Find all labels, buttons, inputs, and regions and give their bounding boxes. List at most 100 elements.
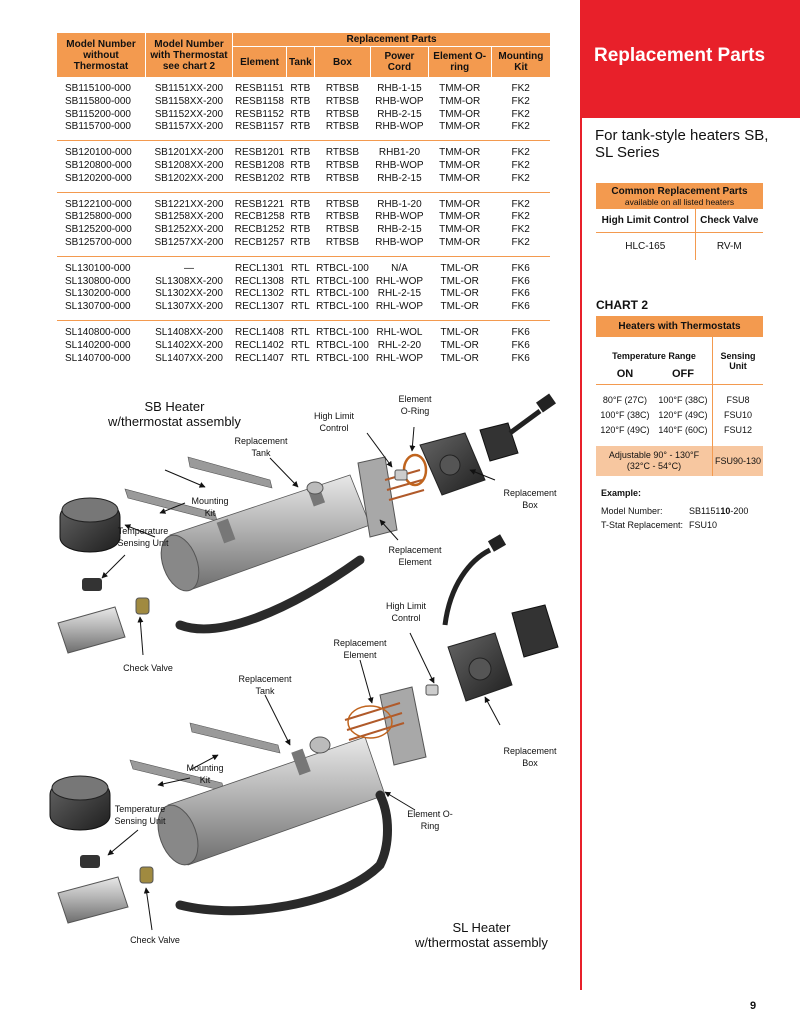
chart2-cell: FSU10 (723, 410, 752, 420)
table-cell: TMM-OR (439, 224, 481, 236)
table-cell: RESB1151 (235, 83, 284, 94)
table-cell: RECL1408 (235, 326, 284, 338)
label-replacement-tank: Replacement Tank (234, 436, 288, 458)
power-cord-icon (442, 547, 492, 626)
label-mounting-kit: Mounting Kit (186, 763, 224, 785)
table-cell: RTL (290, 288, 310, 300)
label-mounting-kit: Mounting Kit (191, 496, 229, 518)
table-cell: N/A (391, 262, 408, 274)
table-cell: RHB-2-15 (377, 224, 422, 236)
table-cell: FK2 (511, 108, 530, 120)
table-cell: RTBCL-100 (316, 326, 369, 338)
label-replacement-box: Replacement Box (503, 488, 557, 510)
mounting-strap-icon (187, 456, 273, 489)
chart2-cell: 120°F (49C) (653, 408, 713, 423)
table-cell: SB1158XX-200 (154, 95, 224, 107)
table-cell: TMM-OR (439, 211, 481, 223)
table-cell: RTB (290, 198, 311, 210)
thermostat-cap-icon (61, 497, 119, 523)
table-cell: TMM-OR (439, 95, 481, 107)
common-col-high-limit: High Limit Control (596, 209, 696, 233)
table-cell: RHL-WOL (376, 326, 423, 338)
table-cell: RTBCL-100 (316, 339, 369, 351)
chart2-cell: FSU12 (723, 425, 752, 435)
chart2-temp-range-header: Temperature Range (596, 337, 713, 362)
label-high-limit-control: High Limit Control (385, 601, 426, 623)
table-cell: RTB (290, 83, 311, 94)
table-cell: FK2 (511, 121, 530, 133)
table-cell: SL130100-000 (65, 262, 131, 274)
table-cell: RHB-2-15 (377, 172, 422, 184)
table-cell: RHL-2-15 (377, 288, 422, 300)
table-cell: RESB1221 (234, 198, 285, 210)
header-model-without: Model Number without Thermostat (57, 33, 146, 77)
table-cell: TMM-OR (439, 108, 481, 120)
header-mounting-kit: Mounting Kit (491, 46, 550, 77)
label-element-oring: Element O-Ring (398, 394, 432, 416)
table-cell: RTBCL-100 (316, 288, 369, 300)
tank-end-icon (160, 534, 200, 592)
chart2-row: 80°F (27C)100°F (38C)FSU8 (596, 393, 763, 408)
table-cell: SB1201XX-200 (154, 147, 224, 159)
table-cell: RTB (290, 147, 311, 159)
example-model-label: Model Number: (601, 506, 663, 516)
label-temperature-sensing-unit: Temperature Sensing Unit (117, 526, 169, 548)
common-val-high-limit: HLC-165 (596, 232, 696, 260)
group-separator (57, 249, 550, 257)
table-cell: RTB (290, 121, 311, 133)
table-cell: RHB-WOP (375, 236, 424, 248)
table-cell: TMM-OR (439, 159, 481, 171)
table-cell: TML-OR (440, 339, 479, 351)
table-cell: FK6 (511, 339, 530, 351)
sidebar-title: Replacement Parts (594, 45, 766, 66)
box-cover-icon (479, 422, 519, 462)
label-replacement-element: Replacement Element (388, 545, 442, 567)
table-cell: SL1307XX-200 (155, 301, 223, 313)
table-cell: SB115700-000 (65, 121, 131, 133)
table-cell: SB115800-000 (65, 95, 131, 107)
tank-port-icon (306, 481, 324, 495)
drain-pipe-icon (175, 555, 365, 634)
common-parts-header: Common Replacement Parts available on al… (596, 183, 763, 209)
table-cell: FK6 (511, 288, 530, 300)
table-cell: TMM-OR (439, 147, 481, 159)
table-cell: SB1151XX-200 (154, 83, 224, 94)
sb-heater-illustration (57, 393, 556, 654)
table-cell: TMM-OR (439, 121, 481, 133)
table-cell: RTBCL-100 (316, 352, 369, 364)
chart2-row: 120°F (49C)140°F (60C)FSU12 (596, 423, 763, 438)
table-cell: SB1257XX-200 (154, 236, 224, 248)
table-cell: RECL1407 (235, 352, 284, 364)
group-separator (57, 313, 550, 321)
table-cell: FK6 (511, 301, 530, 313)
table-cell: FK2 (511, 211, 530, 223)
label-replacement-tank: Replacement Tank (238, 674, 292, 696)
chart2-cell: 100°F (38C) (653, 393, 713, 408)
label-replacement-element: Replacement Element (333, 638, 387, 660)
table-cell: RESB1152 (235, 108, 284, 120)
group-separator (57, 185, 550, 193)
table-cell: SB122100-000 (65, 198, 132, 210)
table-cell: RESB1208 (234, 159, 285, 171)
table-cell: — (184, 262, 194, 274)
table-cell: SL130700-000 (65, 301, 131, 313)
label-check-valve: Check Valve (130, 935, 180, 945)
tank-icon (167, 736, 386, 866)
table-cell: SL140800-000 (65, 326, 131, 338)
chart2-on-header: ON (596, 362, 654, 385)
example-model-prefix: SB1151 (689, 506, 721, 516)
table-cell: RECB1257 (234, 236, 285, 248)
table-cell: RHL-WOP (375, 275, 424, 287)
element-plate-icon (379, 686, 427, 766)
table-cell: SB120100-000 (65, 147, 132, 159)
header-power-cord: Power Cord (370, 46, 429, 77)
tank-end-icon (157, 804, 199, 866)
table-cell: RTL (290, 301, 310, 313)
table-cell: SB1252XX-200 (154, 224, 224, 236)
table-cell: SB1152XX-200 (154, 108, 224, 120)
